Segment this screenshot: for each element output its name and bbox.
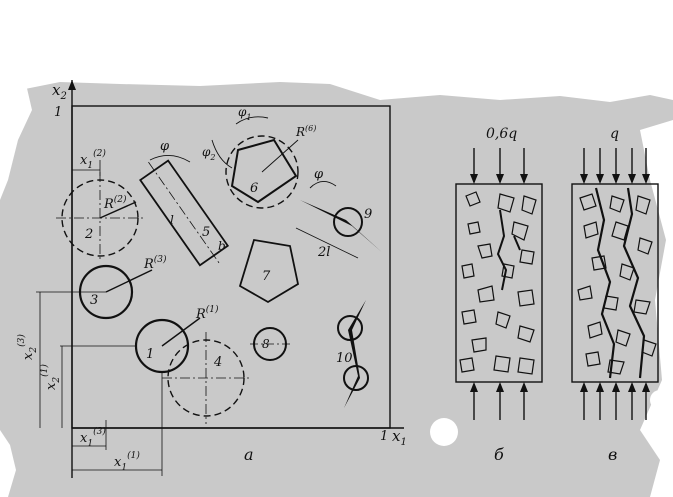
axis-x1-label: x1: [392, 427, 407, 448]
inclusion-7-pentagon: [238, 238, 300, 304]
panel-b: 0,6q б: [455, 126, 543, 464]
dim-x1-2: x1(2): [80, 148, 106, 171]
inclusion-9-circle: [333, 207, 363, 237]
unit-square: [71, 105, 391, 429]
panel-c-load-label: q: [610, 126, 619, 142]
panel-b-aggregates: [459, 191, 537, 375]
panel-a: x2 1 1 x1 2 R(2) x1(2) 3 R(3) x2(3) 1 R(…: [16, 80, 407, 478]
inclusion-1-label: 1: [146, 347, 154, 362]
panel-c: q в: [571, 126, 659, 464]
inclusion-8-label: 8: [262, 337, 270, 351]
dim-x1-1: x1(1): [114, 450, 140, 473]
radius-6-label: R(6): [295, 124, 316, 139]
inclusion-3-label: 3: [90, 293, 98, 308]
panel-b-crack: [496, 209, 508, 291]
inclusion-6-label: 6: [250, 181, 258, 196]
inclusion-4-label: 4: [213, 355, 222, 370]
panel-b-label: б: [494, 445, 504, 464]
axis-x2-unit: 1: [54, 105, 62, 120]
dim-b-label: b: [218, 239, 226, 253]
inclusion-6-circle: [225, 135, 299, 209]
panel-c-load-arrows: [580, 148, 650, 420]
axis-x1-unit: 1: [380, 429, 388, 444]
panel-b-block: [455, 183, 543, 383]
radius-2-label: R(2): [103, 194, 127, 212]
angle-phi2-label: φ2: [202, 145, 216, 162]
inclusion-7-label: 7: [262, 269, 271, 284]
axis-x2-arrow: [68, 80, 76, 90]
dim-x2-3: x2(3): [16, 334, 39, 360]
dim-2l-label: 2l: [317, 245, 330, 260]
angle-phi9-label: φ: [314, 167, 324, 182]
panel-c-aggregates: [577, 193, 657, 375]
panel-b-load-arrows: [470, 148, 528, 420]
inclusion-5-label: 5: [202, 225, 210, 240]
panel-c-crack-2: [622, 187, 646, 379]
panel-a-label: а: [244, 445, 254, 464]
inclusion-5-rectangle: [139, 159, 230, 267]
inclusion-6-polygon: [230, 138, 298, 204]
dim-l-label: l: [170, 213, 174, 227]
inclusion-9-label: 9: [364, 207, 372, 222]
axis-x2-label: x2: [52, 81, 67, 102]
panel-b-load-label: 0,6q: [486, 126, 517, 142]
dim-x2-1: x2(1): [39, 364, 62, 390]
angle-phi1-label: φ1: [238, 105, 252, 122]
angle-phi-label: φ: [160, 139, 170, 154]
radius-1-label: R(1): [195, 304, 219, 322]
crack-10: [344, 300, 366, 408]
inclusion-2-label: 2: [84, 227, 93, 242]
panel-c-label: в: [608, 445, 617, 464]
dim-x1-3: x1(3): [80, 426, 106, 449]
panel-c-block: [571, 183, 659, 383]
panel-c-crack-1: [594, 187, 616, 379]
inclusion-10-label: 10: [336, 351, 353, 366]
radius-3-label: R(3): [143, 254, 167, 272]
